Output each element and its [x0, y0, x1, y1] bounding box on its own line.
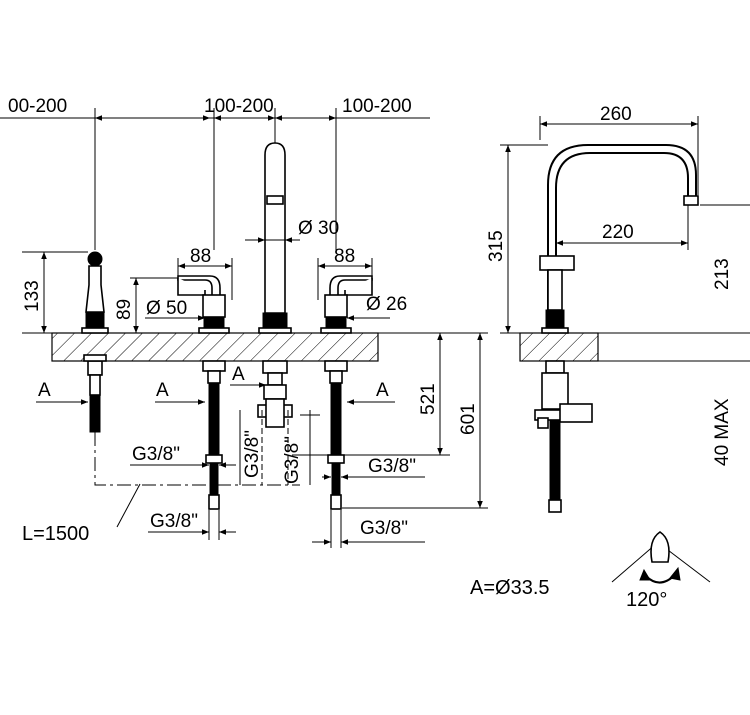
dim-89-lines — [130, 277, 178, 333]
dim-521-601-lines — [292, 332, 488, 509]
dim-length-601: 601 — [458, 403, 479, 435]
hose-line — [94, 432, 300, 486]
g38-label-4: G3/8" — [360, 518, 408, 539]
dim-handle-88-left: 88 — [190, 246, 211, 267]
countertop-side — [519, 332, 599, 362]
g38-left-lines — [130, 462, 236, 540]
rotation-symbol — [611, 531, 711, 584]
rotation-label: 120° — [626, 589, 667, 611]
g38-label-2: G3/8" — [150, 511, 198, 532]
dim-diameter-50: Ø 50 — [146, 298, 187, 319]
dim-diameter-26: Ø 26 — [366, 294, 407, 315]
label-a-right: A — [376, 380, 389, 401]
dim-spacing-left: 00-200 — [8, 96, 67, 117]
g38-center-lines — [239, 410, 320, 485]
label-a-left: A — [38, 380, 51, 401]
dim-spacing-mid: 100-200 — [204, 96, 274, 117]
dim-260-lines — [539, 116, 699, 195]
dim-height-315: 315 — [486, 230, 507, 262]
side-spout — [534, 144, 699, 513]
dim-length-521: 521 — [418, 383, 439, 415]
dim-315-lines — [500, 144, 548, 334]
dim-spacing-right: 100-200 — [342, 96, 412, 117]
dim-88-left-lines — [177, 258, 233, 300]
dim-220-lines — [556, 205, 689, 250]
dim-diameter-30: Ø 30 — [298, 218, 339, 239]
g38-right-lines — [312, 474, 425, 548]
a-definition-label: A=Ø33.5 — [470, 577, 550, 599]
dim-height-133: 133 — [22, 280, 43, 312]
dim-133-lines — [22, 251, 88, 334]
right-valve — [320, 275, 373, 510]
dim-depth-260: 260 — [600, 104, 632, 125]
dim-reach-220: 220 — [602, 222, 634, 243]
dim-height-89: 89 — [114, 299, 135, 320]
hose-leader — [116, 483, 141, 528]
left-valve — [177, 275, 230, 510]
g38-label-3: G3/8" — [368, 456, 416, 477]
center-spout — [257, 142, 293, 428]
hand-shower — [81, 251, 109, 433]
dim-side-213: 213 — [712, 258, 733, 290]
g38-vertical-1: G3/8" — [242, 430, 263, 478]
g38-vertical-2: G3/8" — [282, 436, 303, 484]
dim-max-40: 40 MAX — [712, 398, 733, 466]
label-a-mid-left: A — [156, 380, 169, 401]
g38-label-1: G3/8" — [132, 444, 180, 465]
hose-length-label: L=1500 — [22, 523, 89, 545]
top-dimension-line — [0, 108, 430, 250]
dim-88-right-lines — [317, 258, 373, 300]
dim-handle-88-right: 88 — [334, 246, 355, 267]
label-a-center: A — [232, 364, 245, 385]
